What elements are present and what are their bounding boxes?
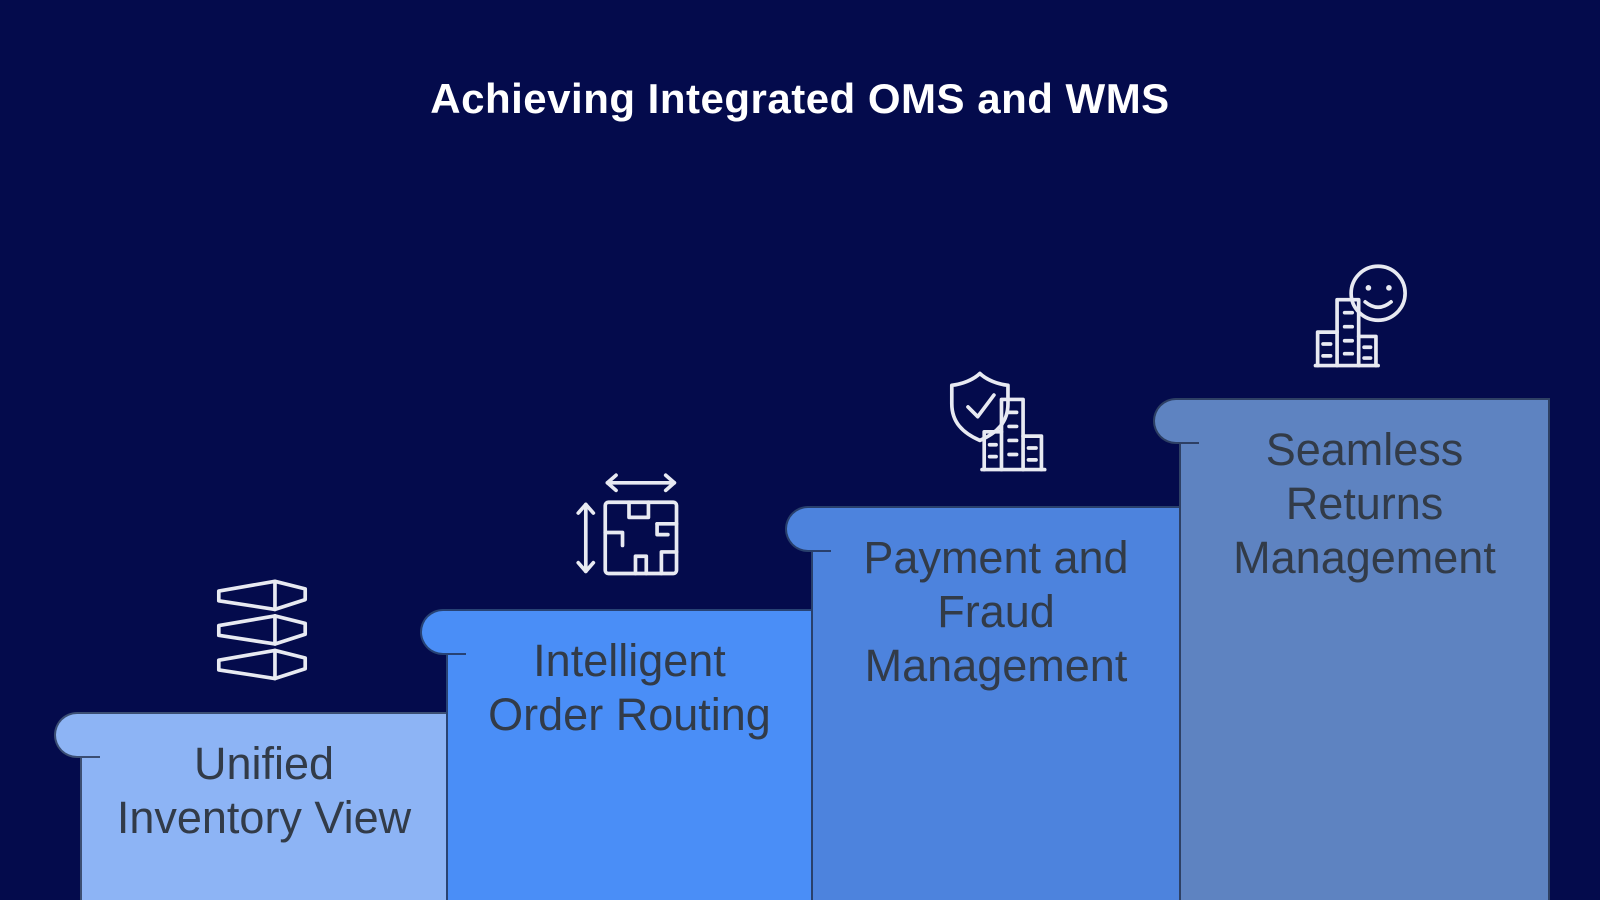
step-label-line: Fraud [937, 586, 1055, 637]
dimensions-floor-plan-icon [575, 472, 683, 580]
smiley-building-icon [1309, 263, 1417, 371]
step-label-line: Management [1233, 532, 1496, 583]
step-label-line: Order Routing [488, 689, 771, 740]
step-label: Seamless Returns Management [1181, 400, 1548, 585]
page-title: Achieving Integrated OMS and WMS [430, 75, 1170, 122]
shield-check-building-icon [941, 367, 1049, 475]
step-label-line: Inventory View [116, 792, 412, 843]
step-label: Payment and Fraud Management [813, 508, 1179, 693]
step-label-line: Returns [1285, 478, 1444, 529]
step-label-line: Management [864, 640, 1128, 691]
step-payment-fraud-management: Payment and Fraud Management [785, 506, 1181, 900]
step-label-line: Seamless [1265, 424, 1464, 475]
step-unified-inventory-view: Unified Inventory View [54, 712, 448, 900]
step-label-line: Unified [193, 738, 335, 789]
step-seamless-returns-management: Seamless Returns Management [1153, 398, 1550, 900]
inventory-stack-icon [208, 577, 316, 685]
step-label: Intelligent Order Routing [448, 611, 811, 742]
step-label: Unified Inventory View [82, 714, 446, 845]
step-label-line: Intelligent [533, 635, 726, 686]
step-label-line: Payment and [863, 532, 1129, 583]
step-intelligent-order-routing: Intelligent Order Routing [420, 609, 813, 900]
